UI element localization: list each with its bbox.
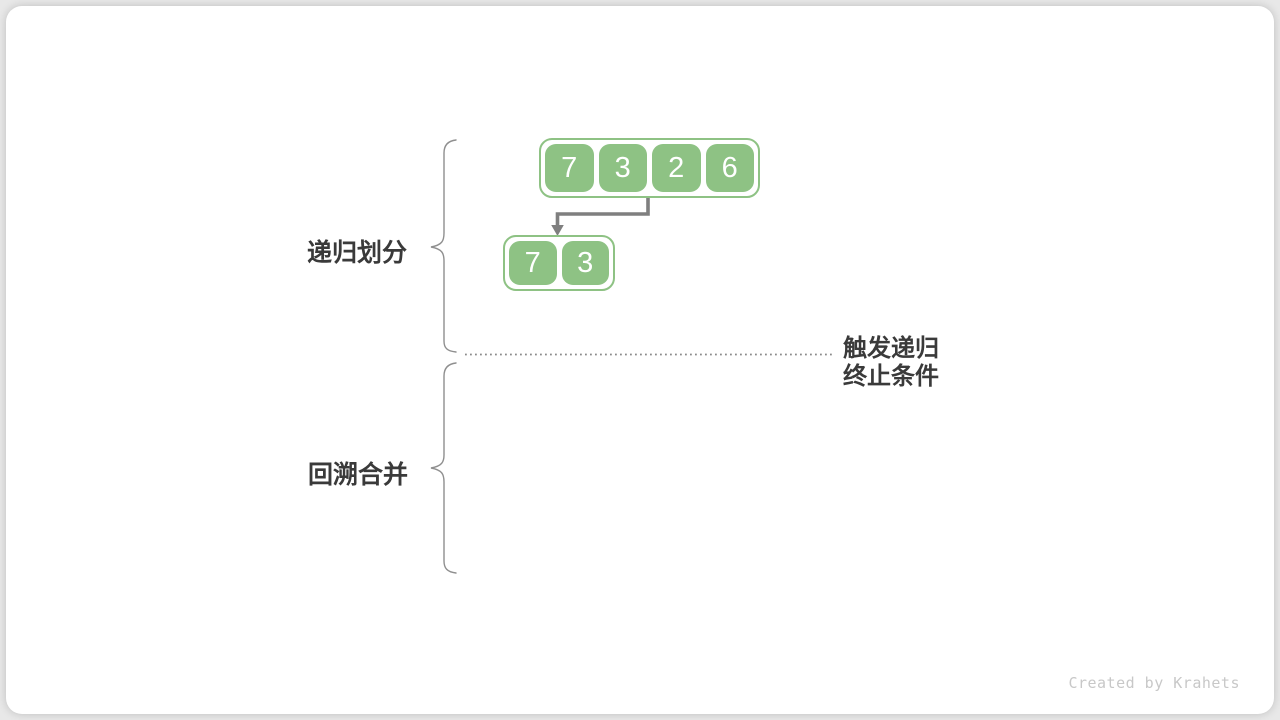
- diagram-canvas: 递归划分 回溯合并 触发递归 终止条件 7 3 2 6 7 3 Created …: [6, 6, 1274, 714]
- label-recursive-division: 递归划分: [307, 239, 408, 267]
- watermark: Created by Krahets: [1068, 674, 1240, 692]
- diagram-lines-layer: [430, 139, 835, 574]
- array-level-1: 7 3 2 6: [539, 138, 760, 198]
- array-level-2: 7 3: [503, 235, 615, 291]
- array-cell: 6: [705, 144, 754, 192]
- brace-backtrack-merge: [430, 362, 457, 574]
- array-cell: 7: [545, 144, 594, 192]
- array-cell: 3: [561, 241, 609, 285]
- termination-annotation-line1: 触发递归: [843, 335, 939, 362]
- termination-annotation-line2: 终止条件: [843, 363, 939, 390]
- termination-annotation: 触发递归 终止条件: [843, 335, 939, 391]
- split-arrow-line: [555, 198, 650, 226]
- array-cell: 7: [509, 241, 557, 285]
- array-cell: 3: [598, 144, 647, 192]
- brace-recursive-division: [430, 139, 457, 353]
- array-cell: 2: [652, 144, 701, 192]
- label-backtrack-merge: 回溯合并: [308, 461, 409, 489]
